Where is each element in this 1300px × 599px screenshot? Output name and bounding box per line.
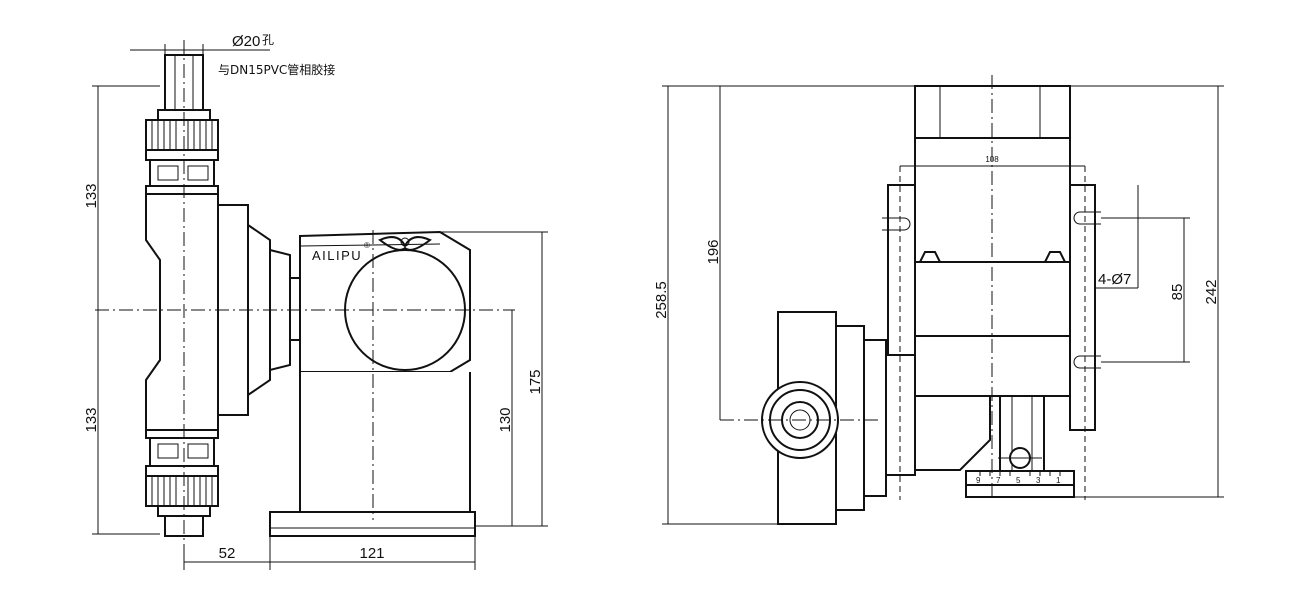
dim-upper-133: 133: [83, 183, 100, 208]
dim-inlet-196: 196: [705, 239, 722, 264]
side-flanges: [882, 184, 1101, 431]
dim-body-242: 242: [1203, 279, 1220, 304]
dim-vertical-right: 130 175: [440, 231, 548, 527]
scale-label-1: 1: [1056, 476, 1061, 485]
scale-label-5: 5: [1016, 476, 1021, 485]
hole-diameter-label: Ø20: [232, 33, 260, 50]
dim-base-121: 121: [359, 545, 384, 562]
dim-horizontal-bottom: 52 121: [183, 536, 476, 570]
hole-suffix-label: 孔: [262, 33, 274, 47]
dim-side-right: 4-Ø7 85 242: [1070, 85, 1224, 498]
dim-offset-52: 52: [219, 545, 236, 562]
brand-registered-mark: ®: [364, 241, 370, 250]
dim-lower-133: 133: [83, 407, 100, 432]
dim-spacing-85: 85: [1169, 284, 1186, 301]
dim-center-130: 130: [497, 407, 514, 432]
dim-side-left: 258.5 196: [653, 85, 915, 525]
dim-width-108: 108: [985, 155, 999, 164]
connection-note: 与DN15PVC管相胶接: [218, 62, 335, 77]
side-view: 9 7 5 3 1 108 258.5 196: [653, 75, 1224, 525]
scale-label-3: 3: [1036, 476, 1041, 485]
motor-housing: [269, 230, 476, 537]
side-pump-head: [761, 311, 991, 525]
dim-holes-4-7: 4-Ø7: [1098, 271, 1131, 288]
brand-label: AILIPU: [312, 248, 362, 263]
scale-label-7: 7: [996, 476, 1001, 485]
hole-note: Ø20 孔 与DN15PVC管相胶接: [130, 33, 335, 77]
dim-side-width: 108: [900, 155, 1085, 167]
scale-label-9: 9: [976, 476, 981, 485]
top-union-nut: [145, 109, 219, 195]
side-stroke-knob: 9 7 5 3 1: [965, 395, 1075, 498]
pump-head: [145, 193, 319, 431]
dim-vertical-left: 133 133: [83, 85, 160, 535]
dim-total-175: 175: [527, 369, 544, 394]
dim-overall-258-5: 258.5: [653, 281, 670, 319]
bottom-union-nut: [145, 429, 219, 537]
front-view: AILIPU ® Ø20 孔 与DN15PVC管相胶接 133 133: [83, 33, 548, 570]
